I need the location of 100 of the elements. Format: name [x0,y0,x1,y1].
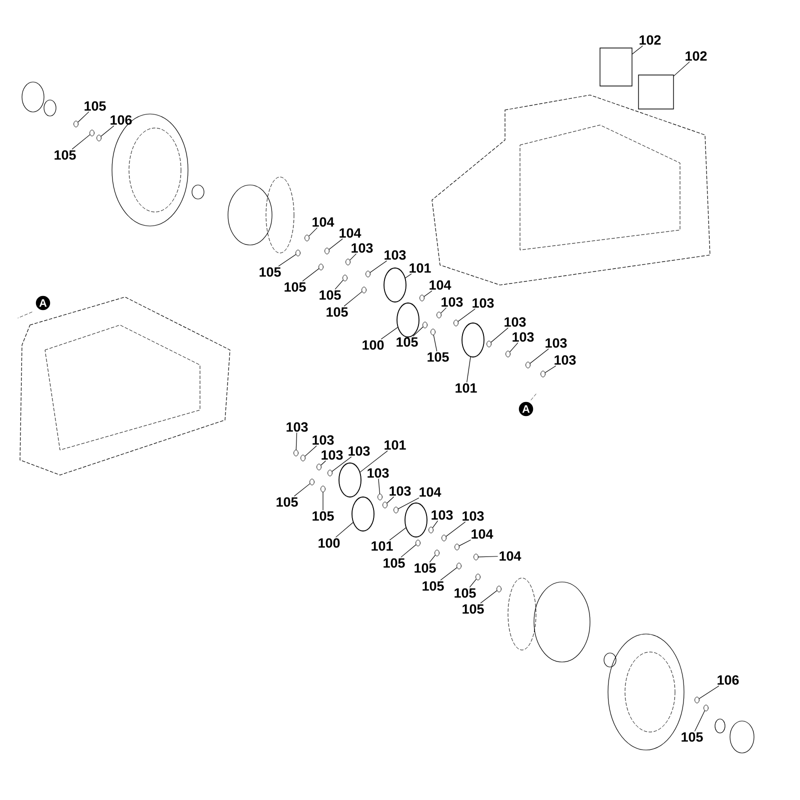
callout-number: 105 [312,511,334,521]
gear-drawing [338,462,362,498]
leader-line [322,492,324,510]
leader-line [378,478,380,494]
ring-drawing [346,258,350,266]
leader-line [530,348,549,364]
leader-line [78,112,89,122]
callout-number: 105 [422,581,444,591]
ring-drawing [296,250,300,256]
ring-drawing [540,370,546,378]
ring-drawing [378,494,382,500]
callout-number: 103 [286,422,308,432]
leader-line [440,567,458,580]
callout-number: 104 [500,551,522,561]
ring-drawing [434,550,440,556]
ring-drawing [328,470,332,476]
ring-drawing [486,340,492,348]
callout-number: 105 [326,307,348,317]
gear-drawing [352,496,374,532]
leader-line [350,254,356,260]
ring-drawing [366,270,370,278]
gear-drawing [462,322,484,358]
ring-drawing [476,574,480,580]
ring-drawing [316,464,322,470]
callout-number: 103 [322,450,343,460]
ring-drawing [324,248,330,254]
ring-drawing [320,486,326,492]
leader-line [694,710,705,732]
ring-drawing [416,540,420,546]
ring-drawing [382,502,388,508]
callout-number: 105 [396,337,418,347]
leader-line [320,460,326,466]
callout-number: 105 [260,267,281,277]
leader-line [433,334,438,352]
callout-number: 105 [454,588,476,598]
leader-line [398,498,420,510]
ring-drawing [90,130,94,136]
ring-drawing [310,478,314,486]
leader-line [278,254,296,266]
callout-number: 105 [84,101,106,111]
leader-line [302,268,320,282]
leader-line [294,483,310,496]
gear-drawing [404,502,428,538]
callout-number: 103 [390,486,411,496]
leader-line [466,356,471,382]
ring-drawing [74,120,78,128]
callout-number: 105 [276,497,298,507]
callout-number: 104 [472,529,494,539]
callout-number: 104 [420,487,442,497]
ring-drawing [704,704,708,712]
ring-drawing [428,526,434,534]
ring-drawing [300,454,306,462]
ring-drawing [96,134,102,142]
leader-line [674,62,690,76]
ring-drawing [304,234,310,242]
callout-number: 105 [284,282,306,292]
leader-line [370,260,387,273]
callout-number: 103 [348,446,370,456]
leader-line [405,274,412,278]
leader-line [386,496,394,504]
leader-line [490,328,508,343]
leader-line [446,522,466,537]
leader-line [400,544,416,558]
callout-number: 105 [682,732,703,742]
leader-line [332,456,352,472]
leader-line [458,540,471,546]
ring-drawing [362,286,366,294]
callout-number: 103 [546,338,567,348]
callout-number: 103 [462,511,484,521]
leader-line [328,238,343,250]
callout-number: 103 [312,435,334,445]
callout-number: 104 [430,280,452,290]
leader-line [458,308,476,322]
callout-number: 103 [352,243,373,253]
ring-drawing [420,294,424,302]
callout-number: 103 [432,510,453,520]
leader-line [478,556,498,558]
callout-number: 103 [368,468,389,478]
callout-number: 101 [410,263,431,273]
leader-line [424,290,432,297]
callout-number: 103 [512,332,534,342]
callout-number: 100 [318,538,340,548]
ring-drawing [506,350,510,358]
callout-number: 105 [320,290,341,300]
leader-line [381,327,398,340]
callout-number: 106 [718,675,739,685]
ring-drawing [430,328,436,336]
leader-line [429,554,436,562]
callout-number: 100 [362,340,384,350]
leader-line [336,522,354,538]
ring-drawing [454,320,458,326]
leader-line [344,291,362,306]
callout-number: 101 [372,541,393,551]
leader-line [698,686,720,699]
callout-number: 103 [554,355,576,365]
callout-number: 101 [456,383,477,393]
callout-number: 102 [686,51,707,61]
leader-line [360,450,388,472]
gear-drawing [384,268,406,302]
callout-number: 106 [110,115,132,125]
